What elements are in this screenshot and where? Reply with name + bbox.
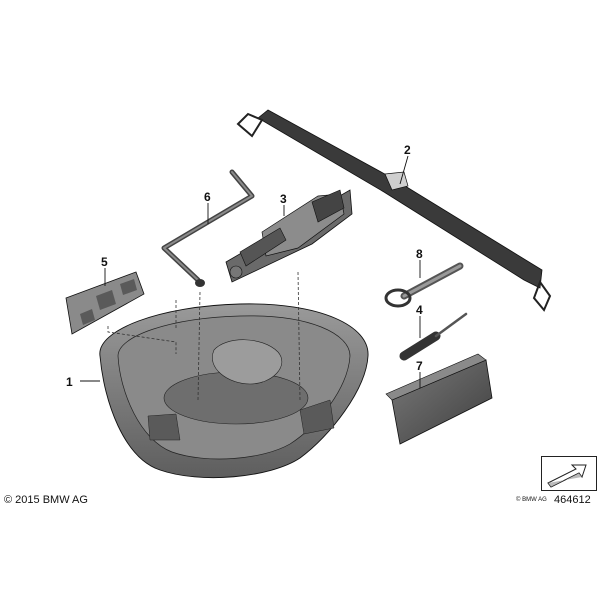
nav-thumbnail[interactable] [541,456,597,491]
tray-part [99,303,369,479]
case-part [385,353,493,445]
image-number: 464612 [554,494,591,506]
screwdriver-part [399,312,468,361]
watermark-text: © BMW AG [516,497,547,503]
callout-4: 4 [416,303,423,317]
strap-part [236,109,552,312]
towing-eye-part [384,262,464,308]
callout-1: 1 [66,375,73,389]
jack-part [225,189,353,283]
arrow-nav-icon [547,464,587,488]
callout-2: 2 [404,143,411,157]
callout-8: 8 [416,247,423,261]
copyright-text: © 2015 BMW AG [4,494,88,506]
assembly-lines [107,271,301,401]
callout-6: 6 [204,190,211,204]
callout-3: 3 [280,192,287,206]
callout-5: 5 [101,255,108,269]
leader-lines [80,155,421,388]
callout-7: 7 [416,359,423,373]
bracket-part [65,271,145,335]
